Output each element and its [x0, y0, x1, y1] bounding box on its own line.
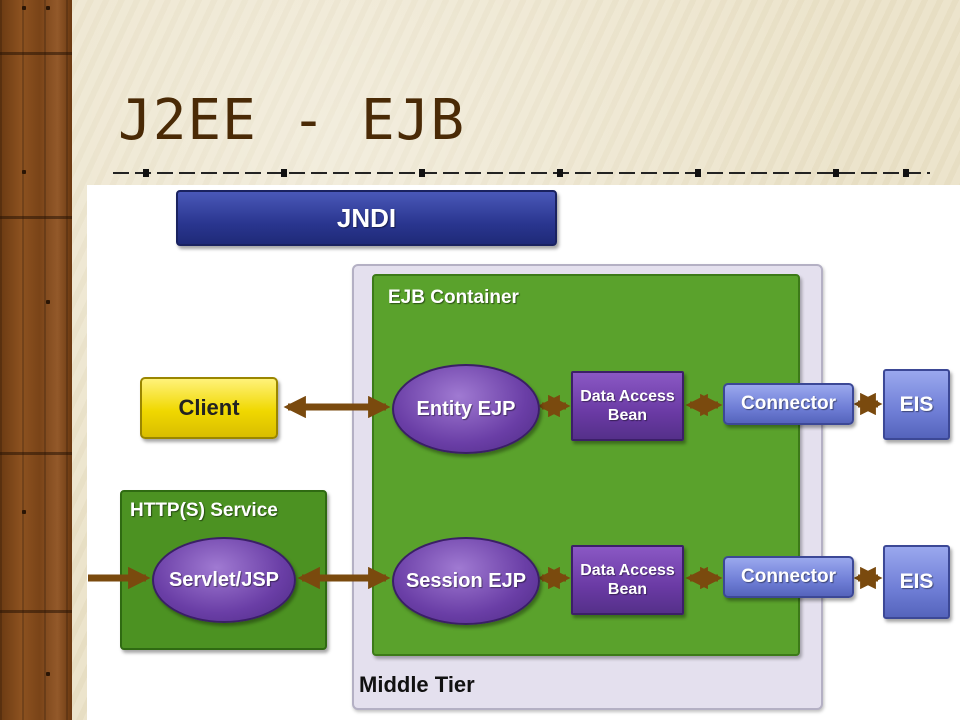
eis-bottom: EIS	[883, 545, 950, 619]
middle-tier-label: Middle Tier	[359, 672, 475, 697]
entity-ejb-node: Entity EJP	[392, 364, 540, 454]
connector-bottom: Connector	[723, 556, 854, 598]
title-divider	[113, 169, 930, 177]
data-access-bean-bottom: Data Access Bean	[571, 545, 684, 615]
session-ejb-node: Session EJP	[392, 537, 540, 625]
eis-top: EIS	[883, 369, 950, 440]
slide-title: J2EE - EJB	[118, 88, 466, 153]
wood-border	[0, 0, 72, 720]
ejb-container-label: EJB Container	[388, 287, 519, 308]
client-box: Client	[140, 377, 278, 439]
http-service-label: HTTP(S) Service	[130, 500, 278, 521]
connector-top: Connector	[723, 383, 854, 425]
data-access-bean-top: Data Access Bean	[571, 371, 684, 441]
jndi-box: JNDI	[176, 190, 557, 246]
servlet-jsp-node: Servlet/JSP	[152, 537, 296, 623]
